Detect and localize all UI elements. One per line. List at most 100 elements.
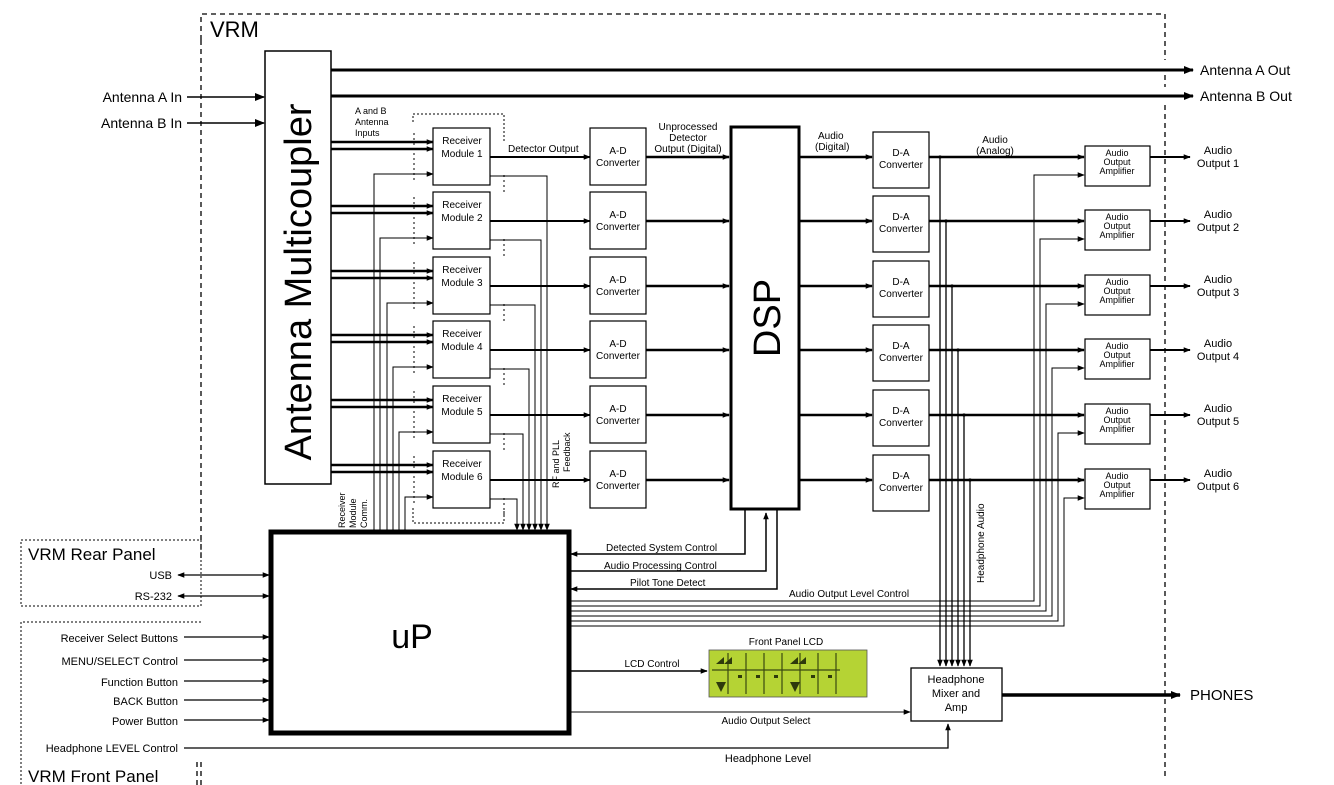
audio-output-label-a-3: Audio — [1204, 274, 1232, 286]
ad-converter-3 — [589, 256, 647, 315]
receiver-module-number-5: Module 5 — [441, 407, 483, 418]
da-converter-label-a-5: D-A — [892, 406, 910, 417]
audio-output-label-b-6: Output 6 — [1197, 481, 1239, 493]
receiver-module-number-1: Module 1 — [441, 149, 483, 160]
rear-panel-title: VRM Rear Panel — [28, 545, 156, 564]
amplifier-label-c-2: Amplifier — [1099, 230, 1134, 240]
headphone-tap-dot-4 — [956, 348, 960, 352]
audio-output-label-b-4: Output 4 — [1197, 351, 1239, 363]
audio-output-label-a-1: Audio — [1204, 145, 1232, 157]
da-converter-6 — [872, 454, 930, 512]
dsp-up-control-lines — [570, 509, 778, 592]
da-converter-label-a-1: D-A — [892, 148, 910, 159]
antenna-b-out-label: Antenna B Out — [1200, 88, 1292, 104]
ad-converter-label-a-2: A-D — [609, 210, 626, 221]
receiver-comm-label-line3: Comm. — [359, 499, 369, 528]
audio-output-label-b-2: Output 2 — [1197, 222, 1239, 234]
ad-converter-label-b-2: Converter — [596, 222, 641, 233]
amplifier-label-b-1: Output — [1103, 157, 1131, 167]
ad-converter-label-a-4: A-D — [609, 339, 626, 350]
da-converter-label-a-4: D-A — [892, 341, 910, 352]
audio-output-label-a-5: Audio — [1204, 403, 1232, 415]
da-converter-label-b-2: Converter — [879, 224, 924, 235]
headphone-audio-label: Headphone Audio — [976, 503, 987, 583]
amplifier-label-c-5: Amplifier — [1099, 424, 1134, 434]
audio-output-amplifier-2 — [1084, 209, 1151, 251]
ad-converter-5 — [589, 385, 647, 444]
rf-feedback-line-4 — [490, 368, 532, 531]
ad-converter-label-b-3: Converter — [596, 287, 641, 298]
da-converter-label-a-6: D-A — [892, 471, 910, 482]
front-panel-lcd — [708, 649, 868, 698]
amplifier-label-c-6: Amplifier — [1099, 489, 1134, 499]
receiver-comm-label-line2: Module — [348, 498, 358, 528]
amplifier-label-b-6: Output — [1103, 480, 1131, 490]
audio-output-amplifier-3 — [1084, 274, 1151, 316]
front-control-receiver-select: Receiver Select Buttons — [61, 633, 179, 645]
da-converter-label-a-3: D-A — [892, 277, 910, 288]
audio-output-label-a-6: Audio — [1204, 468, 1232, 480]
headphone-level-control: Headphone LEVEL Control — [46, 743, 178, 755]
detected-system-control-label: Detected System Control — [606, 543, 717, 554]
receiver-module-label-3: Receiver — [442, 265, 482, 276]
antenna-inputs-note-line1: A and B — [355, 106, 387, 116]
ad-converter-label-b-5: Converter — [596, 416, 641, 427]
receiver-comm-line-4 — [392, 364, 434, 532]
receiver-module-2 — [432, 191, 491, 250]
up-block — [268, 529, 572, 736]
amplifier-label-a-6: Audio — [1105, 471, 1128, 481]
receiver-comm-label-line1: Receiver — [337, 492, 347, 528]
ad-converter-label-a-5: A-D — [609, 404, 626, 415]
antenna-b-in-label: Antenna B In — [101, 115, 182, 131]
audio-analog-label-line2: (Analog) — [976, 146, 1014, 157]
audio-output-level-line-5 — [571, 430, 1085, 622]
da-converter-label-a-2: D-A — [892, 212, 910, 223]
audio-output-amplifier-4 — [1084, 338, 1151, 380]
detector-output-label: Detector Output — [508, 144, 579, 155]
audio-output-label-b-3: Output 3 — [1197, 287, 1239, 299]
ad-converter-1 — [589, 127, 647, 186]
dsp-block — [729, 125, 801, 511]
receiver-comm-line-1 — [373, 171, 434, 532]
receiver-module-number-4: Module 4 — [441, 342, 483, 353]
amplifier-label-a-2: Audio — [1105, 212, 1128, 222]
antenna-a-out-label: Antenna A Out — [1200, 62, 1290, 78]
amplifier-label-b-2: Output — [1103, 221, 1131, 231]
audio-digital-label-line1: Audio — [818, 131, 844, 142]
pilot-tone-detect-label: Pilot Tone Detect — [630, 578, 706, 589]
headphone-mixer-label-line2: Mixer and — [932, 688, 980, 700]
up-label: uP — [391, 618, 433, 656]
amplifier-label-a-4: Audio — [1105, 341, 1128, 351]
amplifier-label-b-3: Output — [1103, 286, 1131, 296]
headphone-mixer-label-line3: Amp — [945, 702, 968, 714]
da-converter-label-b-5: Converter — [879, 418, 924, 429]
audio-output-level-control-label: Audio Output Level Control — [789, 589, 909, 600]
receiver-module-label-2: Receiver — [442, 200, 482, 211]
ad-converter-label-b-6: Converter — [596, 481, 641, 492]
headphone-mixer-label-line1: Headphone — [928, 674, 985, 686]
ad-converter-label-b-4: Converter — [596, 351, 641, 362]
audio-output-amplifier-6 — [1084, 468, 1151, 510]
receiver-group-top — [412, 113, 505, 142]
audio-output-level-line-1 — [571, 172, 1085, 602]
amplifier-label-b-4: Output — [1103, 350, 1131, 360]
receiver-comm-line-6 — [404, 494, 434, 532]
audio-digital-label-line2: (Digital) — [815, 142, 849, 153]
ad-converter-4 — [589, 320, 647, 379]
unprocessed-label-line3: Output (Digital) — [654, 144, 721, 155]
receiver-group-bottom — [412, 508, 505, 524]
headphone-mixer-block — [910, 667, 1003, 722]
antenna-inputs-note-line3: Inputs — [355, 128, 380, 138]
headphone-tap-dot-6 — [968, 478, 972, 482]
audio-output-select-label: Audio Output Select — [722, 716, 811, 727]
headphone-tap-dot-3 — [950, 284, 954, 288]
da-converter-5 — [872, 389, 930, 447]
audio-output-level-line-4 — [571, 365, 1085, 617]
receiver-comm-line-2 — [379, 235, 434, 532]
da-converter-label-b-6: Converter — [879, 483, 924, 494]
amplifier-label-c-3: Amplifier — [1099, 295, 1134, 305]
receiver-module-number-3: Module 3 — [441, 278, 483, 289]
headphone-tap-dot-1 — [938, 155, 942, 159]
ad-converter-label-a-3: A-D — [609, 275, 626, 286]
